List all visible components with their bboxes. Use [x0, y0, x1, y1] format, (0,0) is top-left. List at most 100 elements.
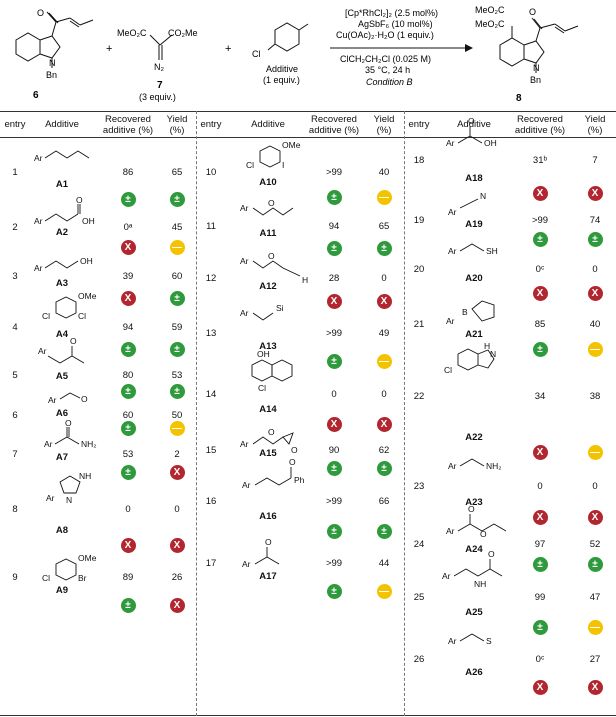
a6-ar: Ar	[48, 395, 57, 405]
status-badge-yield: ±	[587, 232, 603, 247]
yield-value: 49	[378, 328, 390, 339]
a21-b: B	[462, 307, 468, 317]
a7-o: O	[65, 418, 72, 428]
yield-value: 66	[378, 496, 390, 507]
condition-2: AgSbF₆ (10 mol%)	[358, 19, 433, 29]
a2-ar: Ar	[34, 216, 43, 226]
entry-number: 9	[12, 572, 18, 583]
plus-sign: +	[106, 43, 112, 55]
header-recovered-1: Recovered	[105, 114, 151, 125]
header-entry: entry	[4, 119, 26, 130]
status-badge-recovered: ±	[120, 465, 136, 480]
status-badge-recovered: ±	[326, 190, 342, 205]
header-yield-2: (%)	[169, 125, 185, 136]
additive-label: A14	[259, 404, 277, 415]
status-badge-yield: —	[169, 421, 185, 436]
yield-value: 53	[171, 370, 183, 381]
a18-o: O	[468, 116, 475, 126]
status-badge-recovered: X	[120, 240, 136, 255]
compound-7-equiv: (3 equiv.)	[139, 92, 176, 102]
condition-1: [Cp*RhCl₂]₂ (2.5 mol%)	[345, 8, 438, 18]
a9-br: Br	[78, 573, 87, 583]
yield-value: 65	[378, 221, 390, 232]
additive-label: A25	[465, 607, 483, 618]
a14-oh: OH	[257, 349, 270, 359]
status-badge-yield: —	[587, 620, 603, 635]
status-badge-recovered: X	[532, 680, 548, 695]
a10-cl: Cl	[246, 160, 254, 170]
status-badge-yield: ±	[376, 461, 392, 476]
recovered-value: 0	[537, 481, 543, 492]
status-badge-recovered: X	[326, 417, 342, 432]
recovered-value: >99	[325, 496, 343, 507]
entry-number: 1	[12, 167, 18, 178]
status-badge-recovered: ±	[120, 192, 136, 207]
a15-ar: Ar	[240, 439, 249, 449]
header-yield-b2: (%)	[376, 125, 392, 136]
a2-oh: OH	[82, 216, 95, 226]
header-yield-c2: (%)	[587, 125, 603, 136]
meo2c-text: MeO₂C	[117, 28, 147, 38]
condition-4: ClCH₂CH₂Cl (0.025 M)	[340, 54, 431, 64]
a11-ar: Ar	[240, 203, 249, 213]
recovered-value: 0	[125, 504, 131, 515]
entry-number: 26	[413, 654, 425, 665]
a25-nh: NH	[474, 579, 486, 589]
yield-value: 2	[174, 449, 180, 460]
scheme-drawing: O N Bn 6 + MeO₂C CO₂Me N₂ 7 (3 equiv.) +…	[15, 5, 579, 104]
header-recovered-b1: Recovered	[311, 114, 357, 125]
recovered-value: 39	[122, 271, 134, 282]
status-badge-recovered: X	[120, 538, 136, 553]
entry-number: 14	[205, 389, 217, 400]
a10-i: I	[282, 160, 284, 170]
compound-7-label: 7	[157, 80, 163, 91]
status-badge-recovered: ±	[532, 620, 548, 635]
yield-value: 26	[171, 572, 183, 583]
additive-label: A12	[259, 281, 277, 292]
header-yield: Yield(%)	[160, 114, 194, 136]
entry-number: 23	[413, 481, 425, 492]
a23-ar: Ar	[448, 461, 457, 471]
additive-label: A5	[55, 371, 69, 382]
status-badge-yield: X	[587, 286, 603, 301]
status-badge-yield: X	[169, 465, 185, 480]
additive-label: A16	[259, 511, 277, 522]
additive-label: A8	[55, 525, 69, 536]
header-recovered-2: additive (%)	[102, 125, 154, 136]
header-yield-c: Yield(%)	[576, 114, 614, 136]
a9-ome: OMe	[78, 553, 97, 563]
status-badge-yield: ±	[169, 342, 185, 357]
additive-label: A7	[55, 452, 69, 463]
plus-sign-2: +	[225, 43, 231, 55]
recovered-value: >99	[531, 215, 549, 226]
table-top-rule	[0, 111, 616, 112]
a4-cl-1: Cl	[42, 311, 50, 321]
header-recovered-c1: Recovered	[517, 114, 563, 125]
header-yield-b: Yield(%)	[366, 114, 402, 136]
compound-8-label: 8	[516, 93, 522, 104]
a3-ar: Ar	[34, 263, 43, 273]
status-badge-recovered: ±	[326, 354, 342, 369]
header-yield-1: Yield	[166, 114, 188, 125]
recovered-value: 60	[122, 410, 134, 421]
entry-number: 5	[12, 370, 18, 381]
yield-value: 0	[174, 504, 180, 515]
additive-label: A9	[55, 585, 69, 596]
a12-o: O	[268, 251, 275, 261]
entry-number: 11	[206, 221, 216, 232]
recovered-value: 86	[122, 167, 134, 178]
yield-value: 62	[378, 445, 390, 456]
a26-ar: Ar	[448, 636, 457, 646]
entry-number: 24	[413, 539, 425, 550]
additive-label: A11	[259, 228, 277, 239]
a7-nh2: NH₂	[81, 439, 97, 449]
status-badge-recovered: X	[326, 294, 342, 309]
status-badge-yield: —	[169, 240, 185, 255]
a11-o: O	[268, 198, 275, 208]
status-badge-recovered: ±	[120, 384, 136, 399]
a4-ome: OMe	[78, 291, 97, 301]
yield-value: 52	[589, 539, 601, 550]
